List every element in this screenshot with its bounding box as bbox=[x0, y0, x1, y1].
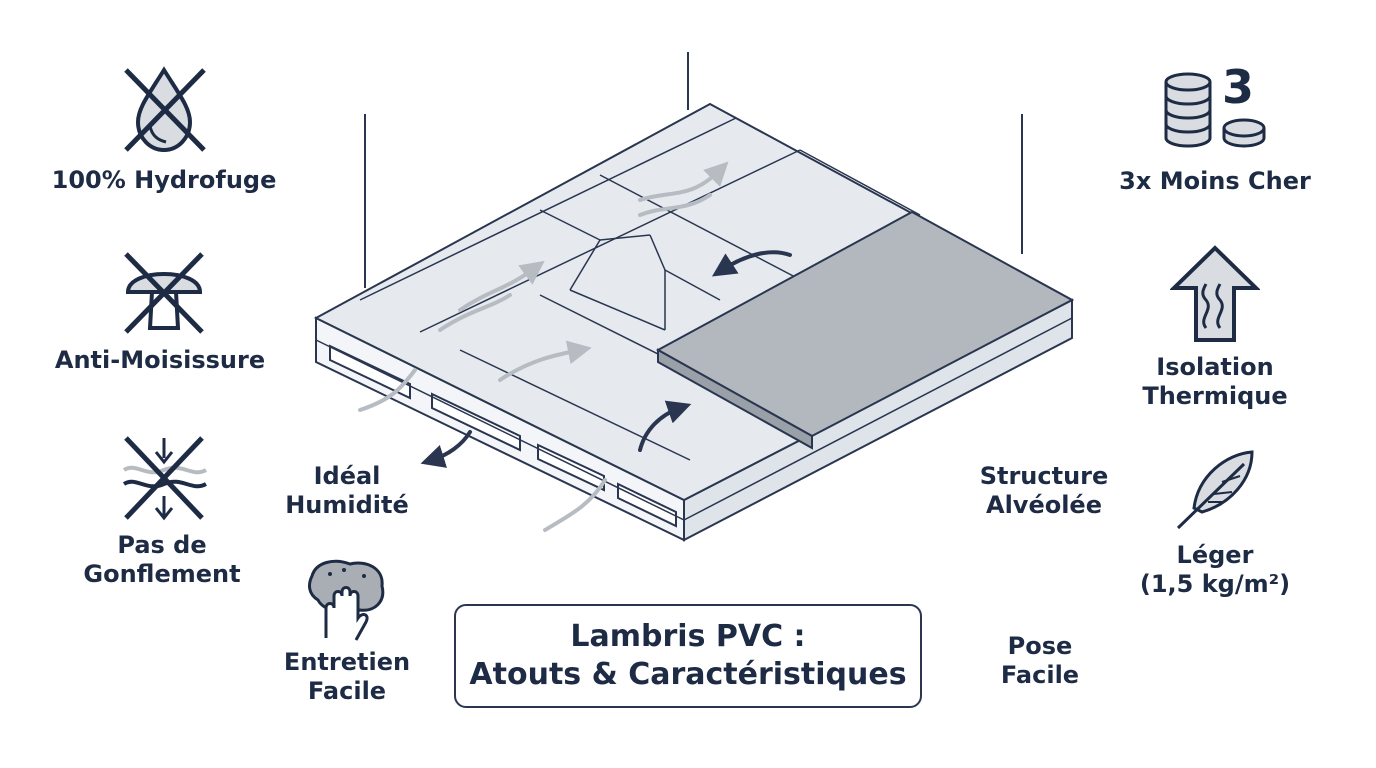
mushroom-crossed-icon bbox=[124, 252, 204, 334]
airflow-arrows bbox=[420, 250, 792, 468]
title-line-2: Atouts & Caractéristiques bbox=[469, 657, 907, 692]
feather-icon bbox=[1176, 450, 1254, 530]
feature-label-anti-moisissure: Anti-Moisissure bbox=[54, 346, 266, 374]
hand-sponge-icon bbox=[308, 559, 385, 641]
feature-label-leger: Léger (1,5 kg/m²) bbox=[1139, 541, 1291, 598]
feature-label-hydrofuge: 100% Hydrofuge bbox=[51, 166, 277, 194]
coin-count-text: 3 bbox=[1222, 60, 1255, 114]
title-line-1: Lambris PVC : bbox=[570, 619, 806, 654]
tongue-groove bbox=[683, 317, 1073, 521]
feature-label-pas-de-gonflement: Pas de Gonflement bbox=[83, 531, 241, 588]
feature-label-moins-cher: 3x Moins Cher bbox=[1119, 167, 1311, 195]
water-drop-crossed-icon bbox=[124, 66, 206, 153]
heat-arrow-up-icon bbox=[1170, 245, 1260, 342]
overlay-plank-front bbox=[657, 348, 813, 450]
feature-label-entretien-facile: Entretien Facile bbox=[283, 648, 411, 705]
feature-label-isolation-thermique: Isolation Thermique bbox=[1142, 353, 1288, 410]
feature-label-structure-alveolee: Structure Alvéolée bbox=[979, 462, 1109, 519]
feature-label-ideal-humidite: Idéal Humidité bbox=[285, 462, 409, 519]
swelling-crossed-icon bbox=[122, 436, 207, 521]
tongue-groove bbox=[315, 339, 685, 521]
feature-label-pose-facile: Pose Facile bbox=[1000, 632, 1080, 689]
coin-stacks-icon bbox=[1164, 72, 1266, 148]
air-flow-swirls bbox=[358, 161, 729, 532]
title-box: Lambris PVC : Atouts & Caractéristiques bbox=[454, 604, 922, 708]
